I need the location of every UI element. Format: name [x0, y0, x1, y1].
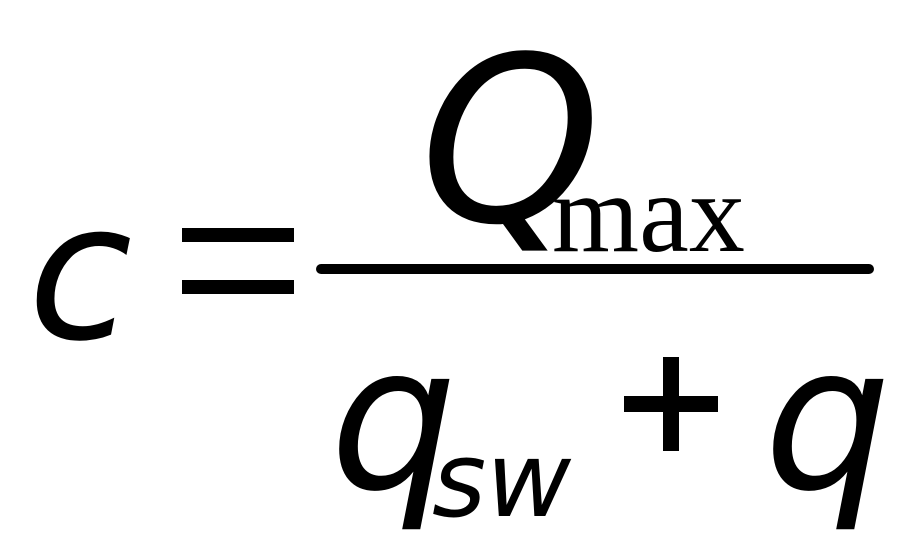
denominator-variable-second: q	[764, 303, 891, 536]
fraction-bar	[316, 264, 874, 274]
equals-bar-bottom	[182, 280, 294, 294]
denominator-variable-first: q	[330, 303, 457, 536]
numerator-subscript: max	[552, 152, 745, 276]
numerator-variable: Q	[420, 9, 602, 276]
equals-bar-top	[182, 228, 294, 242]
lhs-variable: c	[28, 162, 133, 383]
denominator-subscript: sw	[432, 419, 572, 541]
plus-bar-vertical	[663, 357, 679, 451]
